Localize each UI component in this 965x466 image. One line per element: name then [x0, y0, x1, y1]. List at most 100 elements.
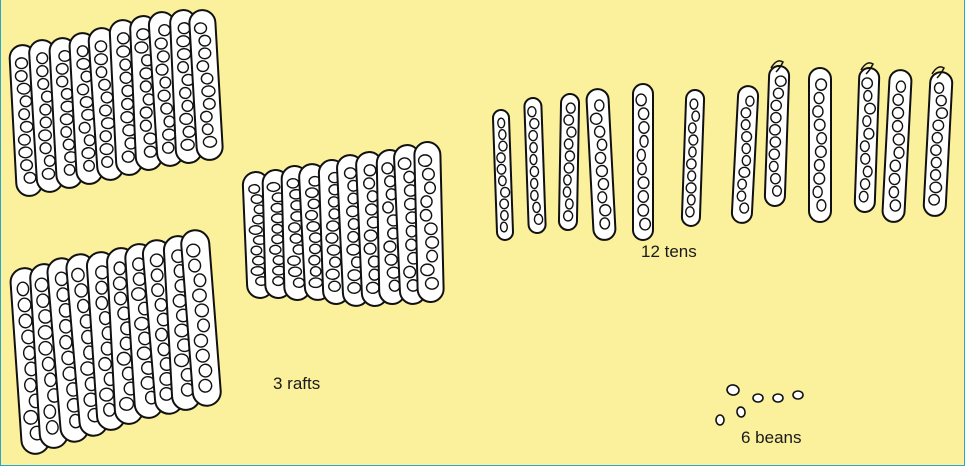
stick-outline [854, 68, 879, 213]
bean [155, 38, 168, 50]
bean [40, 104, 52, 115]
bean [500, 222, 507, 232]
bean [272, 235, 284, 244]
bean [598, 178, 609, 190]
bean [174, 354, 189, 367]
bean [890, 160, 901, 172]
bean [309, 233, 321, 243]
bean [197, 319, 210, 333]
bean [564, 163, 574, 173]
bean [530, 166, 539, 176]
bean [813, 106, 823, 117]
bean [816, 79, 827, 90]
bean [817, 133, 827, 144]
bean [44, 373, 56, 387]
bean [17, 282, 29, 296]
bean [421, 196, 432, 208]
bean [533, 202, 541, 212]
bean [117, 33, 129, 45]
bean [690, 99, 698, 109]
bean [894, 147, 904, 159]
bean [99, 388, 113, 402]
stick-outline [809, 68, 831, 222]
bean [427, 250, 438, 262]
bean [564, 139, 573, 149]
bean [251, 246, 262, 255]
bean [158, 24, 170, 36]
loose-beans [716, 384, 803, 425]
bean [158, 90, 171, 102]
bean [77, 46, 88, 57]
bean [293, 278, 304, 288]
bean [498, 118, 505, 128]
bean [290, 234, 302, 244]
bean [134, 317, 149, 330]
bean [565, 151, 574, 161]
bean [197, 61, 209, 72]
bean [80, 96, 93, 107]
bean [121, 111, 134, 123]
bean [344, 168, 356, 179]
bean [309, 244, 321, 254]
bean [329, 281, 341, 292]
bean [20, 121, 33, 132]
bean [305, 210, 317, 220]
bean [793, 391, 803, 399]
bean [498, 176, 506, 186]
bean [862, 78, 873, 89]
bean [77, 58, 90, 69]
bean [36, 65, 48, 76]
bean [201, 73, 213, 84]
bean [177, 61, 188, 72]
bean [692, 111, 700, 121]
bean [770, 137, 781, 148]
bean [638, 191, 648, 203]
bean [252, 256, 264, 265]
stick-outline [559, 94, 579, 230]
bean [131, 287, 146, 300]
bean [94, 53, 107, 65]
bean [638, 108, 648, 120]
bean [144, 146, 157, 157]
bean [140, 81, 151, 92]
bean [418, 155, 431, 167]
ten-stick [682, 90, 705, 227]
bean [716, 415, 724, 425]
bean [100, 130, 112, 142]
bean [36, 53, 48, 64]
bean [389, 280, 400, 291]
bean [738, 179, 747, 189]
bean [348, 282, 361, 293]
bean [863, 166, 872, 177]
bean [864, 128, 874, 139]
bean [348, 269, 361, 280]
bean [686, 207, 695, 217]
bean [160, 77, 171, 89]
bean [309, 255, 321, 265]
bean [203, 98, 215, 109]
bean [161, 103, 173, 115]
bean [741, 108, 751, 118]
bean [327, 245, 340, 256]
bean [200, 111, 212, 122]
bean [564, 175, 572, 185]
bean [363, 178, 374, 189]
bean [753, 394, 763, 402]
bean [60, 114, 73, 125]
bean [326, 269, 339, 280]
bean [287, 179, 299, 189]
ten-stick [633, 84, 653, 240]
bean [251, 195, 263, 204]
bean [164, 116, 175, 128]
bean [24, 378, 36, 392]
bean [98, 357, 111, 371]
bean [565, 199, 573, 209]
ten-stick [524, 98, 546, 234]
raft-stick [414, 142, 444, 303]
bean [860, 179, 870, 190]
bean [865, 103, 876, 114]
bean [814, 92, 824, 103]
bean [497, 153, 506, 163]
bean [398, 158, 411, 170]
bean [194, 334, 208, 348]
